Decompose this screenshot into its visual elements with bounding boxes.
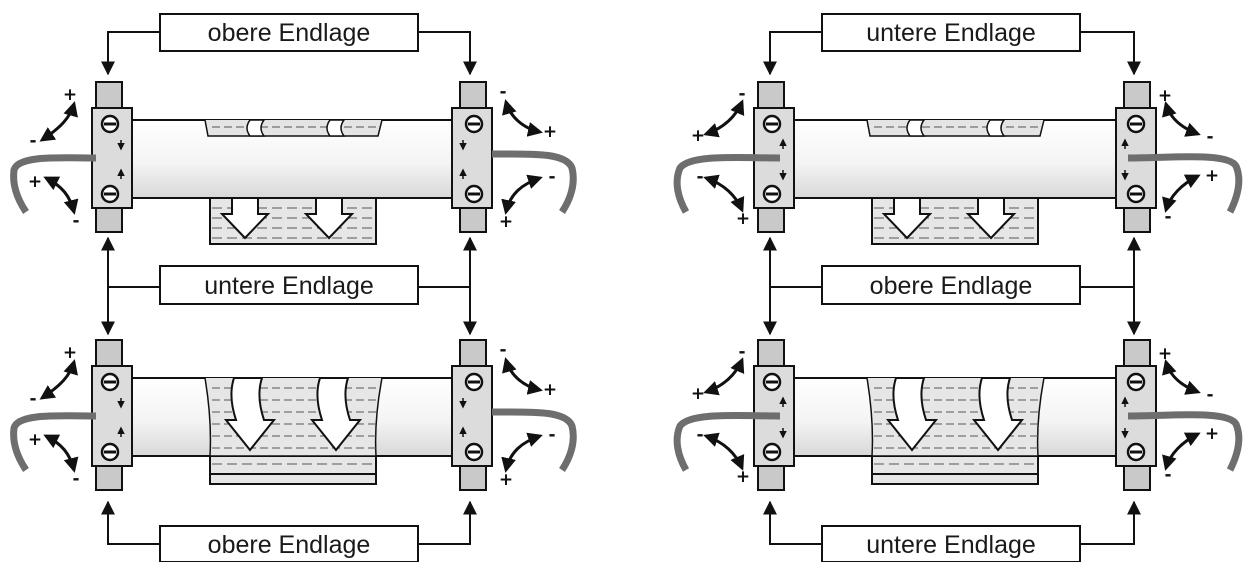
roll-down-arrow-icon xyxy=(219,197,271,240)
label-box-bottom: untere Endlage xyxy=(821,525,1081,562)
cable xyxy=(10,412,97,472)
adjustment-screw-icon xyxy=(1126,372,1146,392)
adjustment-screw-icon xyxy=(100,114,120,134)
svg-text:-: - xyxy=(1206,385,1213,405)
svg-text:-: - xyxy=(738,342,745,362)
svg-text:-: - xyxy=(1164,207,1171,227)
svg-text:obere Endlage: obere Endlage xyxy=(208,19,371,47)
cable xyxy=(1127,411,1243,472)
adjustment-screw-icon xyxy=(762,184,782,204)
roller-upper-right: - + - + + - + - xyxy=(673,81,1243,245)
adjustment-screw-icon xyxy=(464,184,484,204)
svg-text:+: + xyxy=(1205,166,1219,186)
adjustment-screw-icon xyxy=(762,442,782,462)
svg-text:-: - xyxy=(1206,127,1213,147)
svg-text:-: - xyxy=(29,131,36,151)
cable xyxy=(673,411,781,472)
cable xyxy=(491,408,577,472)
adjustment-screw-icon xyxy=(100,184,120,204)
svg-text:-: - xyxy=(548,167,555,187)
svg-text:+: + xyxy=(1158,344,1172,364)
label-box-middle: obere Endlage xyxy=(821,265,1081,305)
panel-right: untere Endlage obere Endlage untere Endl… xyxy=(673,13,1243,562)
bracket-right xyxy=(451,339,493,491)
svg-text:-: - xyxy=(548,425,555,445)
svg-text:+: + xyxy=(691,126,705,146)
adjustment-screw-icon xyxy=(1126,184,1146,204)
cable xyxy=(491,150,577,214)
cable xyxy=(1127,153,1243,214)
svg-text:+: + xyxy=(499,470,513,490)
bracket-left xyxy=(91,339,133,491)
svg-text:+: + xyxy=(63,343,77,363)
svg-text:-: - xyxy=(499,340,506,360)
roll-down-arrow-icon xyxy=(309,377,363,452)
svg-text:-: - xyxy=(696,425,703,445)
svg-text:+: + xyxy=(28,430,42,450)
connector-lines xyxy=(101,31,477,545)
adjustment-screw-icon xyxy=(762,372,782,392)
roll-down-arrow-icon xyxy=(965,197,1017,240)
adjustment-screw-icon xyxy=(100,442,120,462)
adjustment-screw-icon xyxy=(762,114,782,134)
svg-text:-: - xyxy=(72,211,79,231)
roller-lower-right: - + - + + - + - xyxy=(673,339,1243,491)
svg-text:untere Endlage: untere Endlage xyxy=(204,272,374,300)
svg-text:-: - xyxy=(29,389,36,409)
bracket-right xyxy=(451,81,493,233)
svg-text:-: - xyxy=(1164,465,1171,485)
adjustment-screw-icon xyxy=(1126,442,1146,462)
svg-text:+: + xyxy=(28,172,42,192)
svg-text:+: + xyxy=(63,85,77,105)
svg-text:-: - xyxy=(696,167,703,187)
svg-text:+: + xyxy=(543,122,557,142)
svg-text:-: - xyxy=(72,469,79,489)
roll-down-arrow-icon xyxy=(971,377,1025,452)
connector-lines xyxy=(763,31,1141,545)
svg-text:untere Endlage: untere Endlage xyxy=(866,19,1036,47)
roll-down-arrow-icon xyxy=(885,377,939,452)
adjustment-screw-icon xyxy=(464,372,484,392)
svg-text:+: + xyxy=(499,212,513,232)
svg-text:+: + xyxy=(736,467,750,487)
svg-text:obere Endlage: obere Endlage xyxy=(870,272,1033,300)
svg-text:obere Endlage: obere Endlage xyxy=(208,531,371,559)
cable xyxy=(673,153,781,214)
roller-lower-left: + - + - - + - + xyxy=(10,339,577,491)
svg-text:+: + xyxy=(736,209,750,229)
adjustment-screw-icon xyxy=(100,372,120,392)
adjustment-screw-icon xyxy=(1126,114,1146,134)
roll-down-arrow-icon xyxy=(223,377,277,452)
bracket-left xyxy=(91,81,133,233)
panel-left: obere Endlage untere Endlage obere Endla… xyxy=(10,13,577,562)
svg-text:+: + xyxy=(1205,424,1219,444)
svg-text:-: - xyxy=(499,82,506,102)
svg-text:+: + xyxy=(543,380,557,400)
svg-text:-: - xyxy=(738,84,745,104)
roller-upper-left: + - + - - + - + xyxy=(10,81,577,245)
label-box-top: untere Endlage xyxy=(821,13,1081,52)
label-box-top: obere Endlage xyxy=(159,13,419,52)
svg-text:+: + xyxy=(1158,86,1172,106)
roll-down-arrow-icon xyxy=(881,197,933,240)
label-box-bottom: obere Endlage xyxy=(159,525,419,562)
label-box-middle: untere Endlage xyxy=(159,265,419,305)
roll-down-arrow-icon xyxy=(303,197,355,240)
cable xyxy=(10,154,97,214)
adjustment-screw-icon xyxy=(464,442,484,462)
adjustment-screw-icon xyxy=(464,114,484,134)
svg-text:untere Endlage: untere Endlage xyxy=(866,531,1036,559)
svg-text:+: + xyxy=(691,384,705,404)
